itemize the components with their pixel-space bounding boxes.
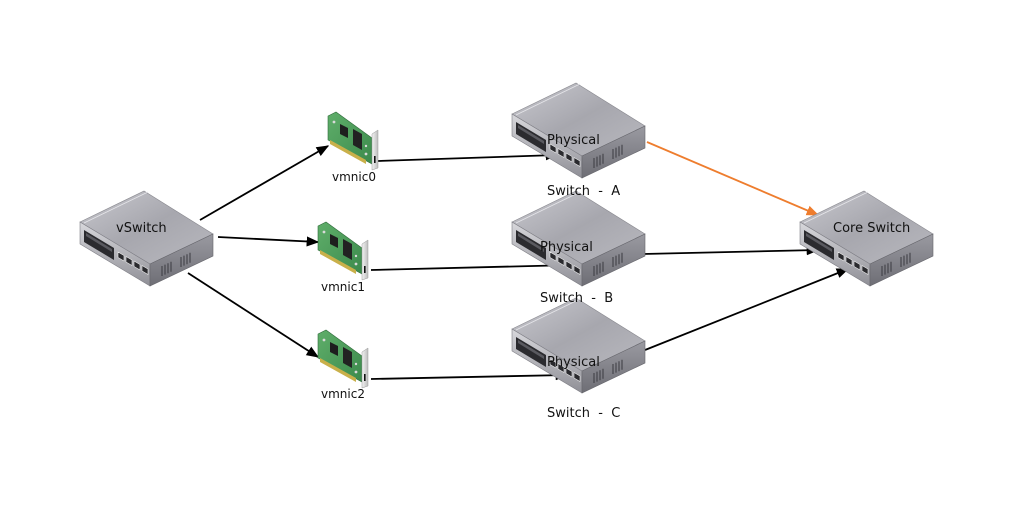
edge-vswitch-vmnic1 (217, 236, 320, 247)
vmnic1-icon[interactable] (317, 221, 369, 281)
physical-switch-b-label-line2: Switch - B (540, 291, 614, 306)
vmnic2-icon[interactable] (317, 329, 369, 389)
vmnic1-label: vmnic1 (321, 280, 365, 294)
physical-switch-c-label-line2: Switch - C (547, 406, 621, 421)
physical-switch-b-label: Physical Switch - B (540, 205, 613, 324)
edge-vmnic0-psa (377, 150, 559, 162)
vmnic0-icon[interactable] (327, 111, 379, 171)
edge-psa-core (646, 141, 820, 216)
vmnic2-label: vmnic2 (321, 387, 365, 401)
edge-vmnic2-psc (370, 370, 569, 381)
physical-switch-a-label-line1: Physical (547, 133, 600, 148)
edge-vswitch-vmnic0 (199, 145, 330, 221)
vswitch-label: vSwitch (116, 221, 167, 236)
core-switch-label: Core Switch (833, 221, 911, 236)
edge-psc-core (644, 268, 850, 351)
core-switch-icon[interactable] (799, 190, 934, 287)
physical-switch-c-label: Physical Switch - C (547, 320, 620, 439)
physical-switch-a-label: Physical Switch - A (547, 98, 620, 217)
physical-switch-b-label-line1: Physical (540, 240, 593, 255)
physical-switch-c-label-line1: Physical (547, 355, 600, 370)
edge-vmnic1-psb (370, 260, 575, 271)
edge-psb-core (642, 245, 820, 256)
edge-vswitch-vmnic2 (187, 272, 320, 358)
vmnic0-label: vmnic0 (332, 170, 376, 184)
vswitch-icon[interactable] (79, 190, 214, 287)
physical-switch-a-label-line2: Switch - A (547, 184, 621, 199)
connections (187, 141, 850, 381)
